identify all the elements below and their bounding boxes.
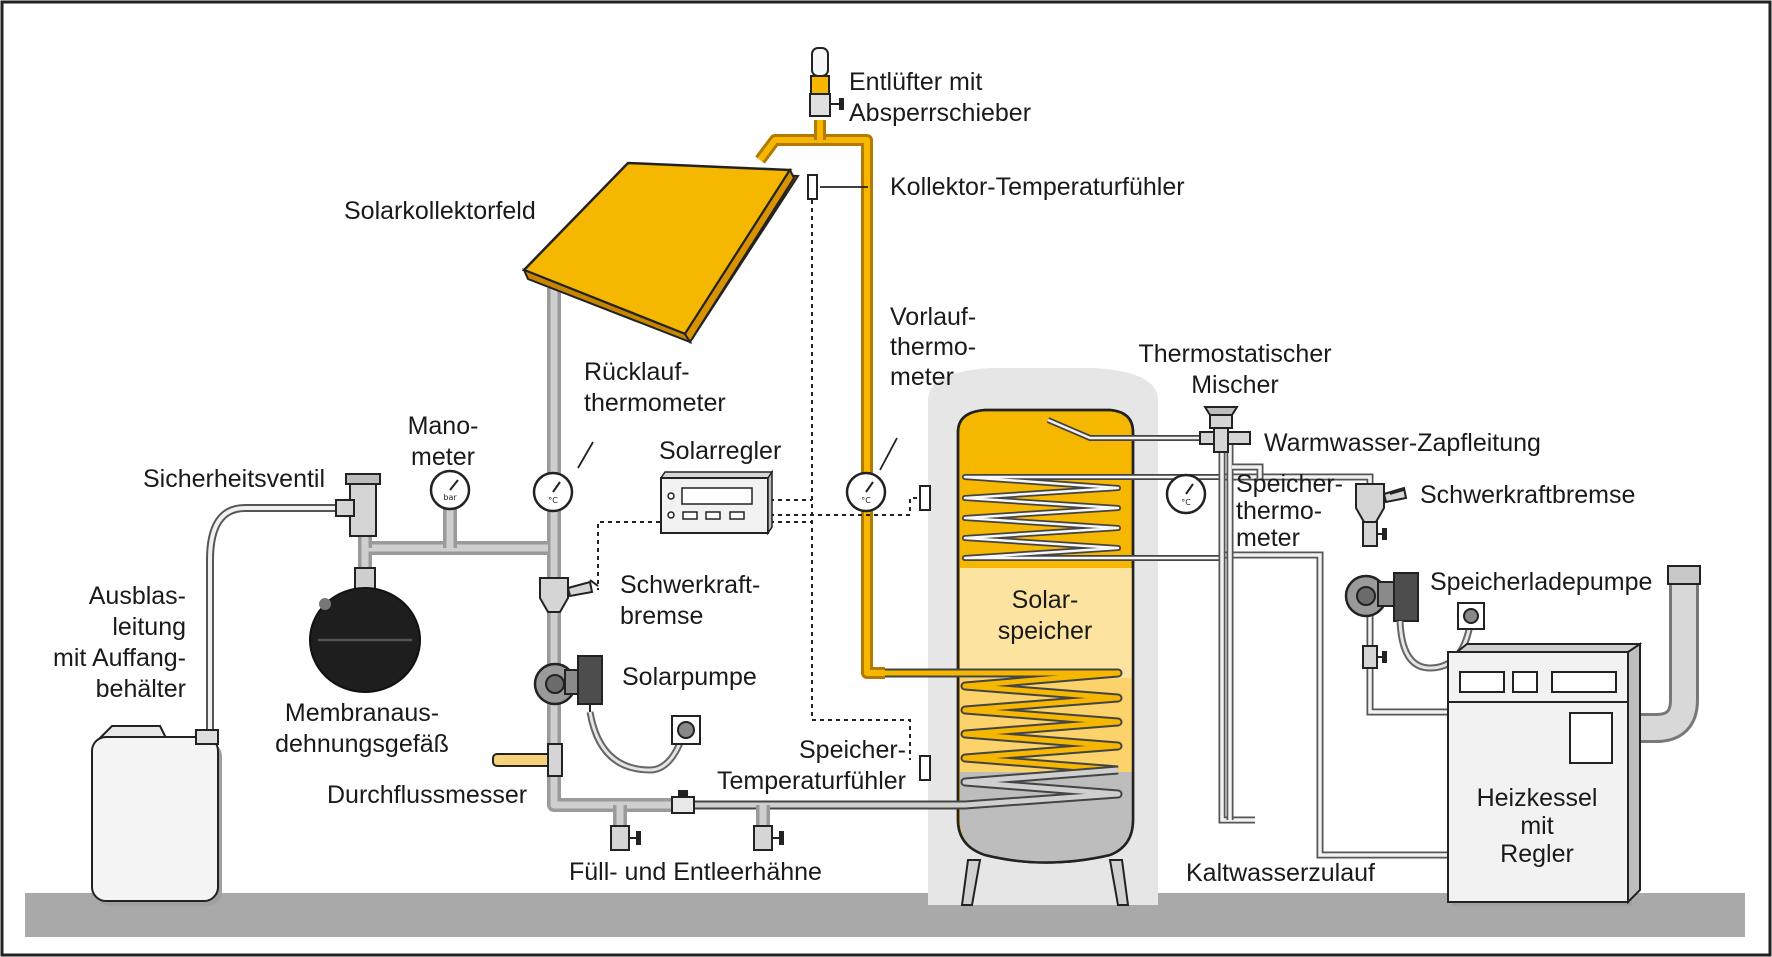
label-ausblas-2: leitung	[112, 613, 186, 641]
safety-valve	[335, 473, 381, 537]
fill-drain-taps	[610, 790, 784, 851]
label-solarspeicher-1: Solar-	[1012, 586, 1079, 614]
return-thermometer: °C	[532, 471, 574, 513]
label-thermostatischer-2: Mischer	[1191, 371, 1279, 399]
label-solarpumpe: Solarpumpe	[622, 663, 757, 691]
label-heizkessel-1: Heizkessel	[1477, 784, 1598, 812]
blow-off-hose	[206, 504, 340, 740]
solar-collector	[521, 161, 800, 345]
label-kaltwasserzulauf: Kaltwasserzulauf	[1186, 859, 1375, 887]
air-vent	[809, 47, 844, 117]
upper-heat-exchanger-coil	[962, 474, 1225, 561]
label-entluefter-2: Absperrschieber	[849, 99, 1031, 127]
label-schwerkraftbremse-left-1: Schwerkraft-	[620, 571, 760, 599]
label-schwerkraftbremse-left-2: bremse	[620, 602, 703, 630]
label-kollektorfeld: Solarkollektorfeld	[344, 197, 536, 225]
collection-canister	[91, 725, 222, 906]
gauge-unit-celsius-2: °C	[861, 496, 871, 505]
label-speicherthermometer-2: thermo-	[1236, 497, 1322, 525]
gravity-brake-right	[1355, 483, 1408, 547]
pressure-gauge: bar	[429, 469, 471, 511]
label-ausblas-3: mit Auffang-	[53, 644, 186, 672]
label-vorlauf-1: Vorlauf-	[890, 303, 976, 331]
label-fuell-entleerhaehne: Füll- und Entleerhähne	[569, 858, 822, 886]
gravity-brake-left	[539, 577, 599, 613]
label-sicherheitsventil: Sicherheitsventil	[143, 465, 325, 493]
label-vorlauf-2: thermo-	[890, 333, 976, 361]
heating-boiler	[1447, 565, 1701, 906]
flow-meter	[492, 743, 563, 777]
lower-solar-coil	[560, 668, 1123, 810]
gauge-unit-bar: bar	[443, 493, 457, 502]
label-speicherthermometer-3: meter	[1236, 524, 1300, 552]
supply-thermometer: °C	[845, 471, 887, 513]
label-manometer-1: Mano-	[408, 412, 479, 440]
label-solarspeicher-2: speicher	[998, 617, 1093, 645]
label-vorlauf-3: meter	[890, 363, 954, 391]
label-durchflussmesser: Durchflussmesser	[327, 781, 527, 809]
label-manometer-2: meter	[411, 443, 475, 471]
gauge-unit-celsius: °C	[548, 496, 558, 505]
label-warmwasser: Warmwasser-Zapfleitung	[1264, 429, 1541, 457]
label-ausblas-1: Ausblas-	[89, 582, 186, 610]
label-schwerkraftbremse-right: Schwerkraftbremse	[1420, 481, 1635, 509]
label-ruecklauf-2: thermometer	[584, 389, 726, 417]
label-heizkessel-3: Regler	[1500, 840, 1574, 868]
storage-charging-pump	[1344, 572, 1485, 672]
label-speicher-fuehler-1: Speicher-	[799, 736, 906, 764]
solar-pump	[533, 655, 701, 774]
label-membran-1: Membranaus-	[285, 699, 439, 727]
label-ruecklauf-1: Rücklauf-	[584, 358, 690, 386]
storage-upper-sensor	[919, 485, 931, 511]
leader-lines	[577, 186, 1405, 495]
thermostatic-mixer	[1199, 406, 1251, 453]
label-kollektor-fuehler: Kollektor-Temperaturfühler	[890, 173, 1185, 201]
sensor-wires	[597, 200, 923, 760]
solar-controller	[659, 469, 774, 536]
label-speicher-fuehler-2: Temperaturfühler	[717, 767, 906, 795]
label-speicherladepumpe: Speicherladepumpe	[1430, 568, 1652, 596]
label-thermostatischer-1: Thermostatischer	[1138, 340, 1331, 368]
label-ausblas-4: behälter	[96, 675, 186, 703]
label-solarregler: Solarregler	[659, 437, 781, 465]
label-heizkessel-2: mit	[1520, 812, 1553, 840]
membrane-expansion-vessel	[309, 567, 421, 693]
solar-supply-pipe	[755, 120, 885, 679]
collector-sensor	[807, 174, 818, 200]
label-membran-2: dehnungsgefäß	[275, 730, 449, 758]
label-entluefter-1: Entlüfter mit	[849, 68, 982, 96]
storage-temperature-sensor	[919, 755, 931, 781]
storage-thermometer: °C	[1165, 473, 1207, 515]
gauge-unit-celsius-3: °C	[1181, 498, 1191, 507]
label-speicherthermometer-1: Speicher-	[1236, 470, 1343, 498]
